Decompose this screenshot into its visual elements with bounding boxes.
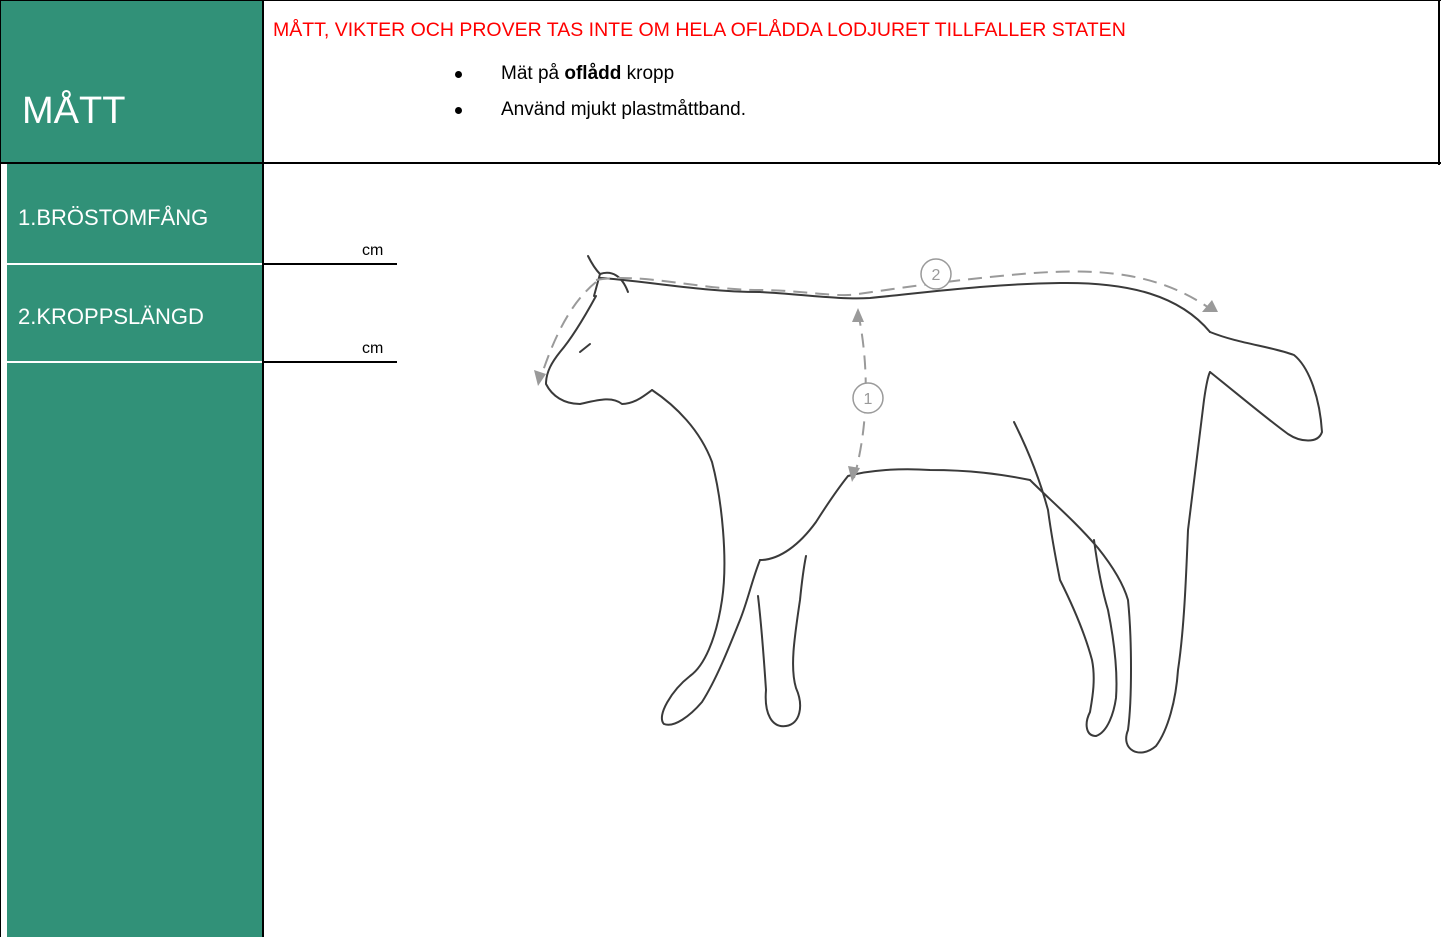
body-length-path: [596, 271, 1212, 310]
head-extension-path: [540, 282, 596, 380]
section-header-cell: [1, 1, 262, 162]
measurement-paths: [540, 271, 1212, 478]
label-column: [7, 164, 262, 937]
measurement-label-chest: 1.BRÖSTOMFÅNG: [18, 204, 208, 232]
row-divider: [0, 162, 1441, 164]
chest-answer-line[interactable]: [264, 263, 397, 265]
lynx-outline: [546, 256, 1322, 753]
marker-2: 2: [932, 267, 941, 284]
label-separator: [7, 263, 262, 265]
table-border-right: [1438, 0, 1440, 165]
bullet-icon: [455, 107, 462, 114]
body-answer-line[interactable]: [264, 361, 397, 363]
unit-label: cm: [362, 241, 383, 261]
section-title: MÅTT: [22, 88, 125, 134]
bullet-icon: [455, 71, 462, 78]
unit-label: cm: [362, 339, 383, 359]
label-separator: [7, 361, 262, 363]
lynx-measurement-diagram: 1 2: [520, 240, 1340, 760]
marker-1: 1: [864, 391, 873, 408]
warning-text: MÅTT, VIKTER OCH PROVER TAS INTE OM HELA…: [273, 18, 1126, 42]
measurement-markers: 1 2: [853, 259, 951, 413]
measurement-label-body: 2.KROPPSLÄNGD: [18, 303, 204, 331]
column-divider: [262, 0, 264, 937]
